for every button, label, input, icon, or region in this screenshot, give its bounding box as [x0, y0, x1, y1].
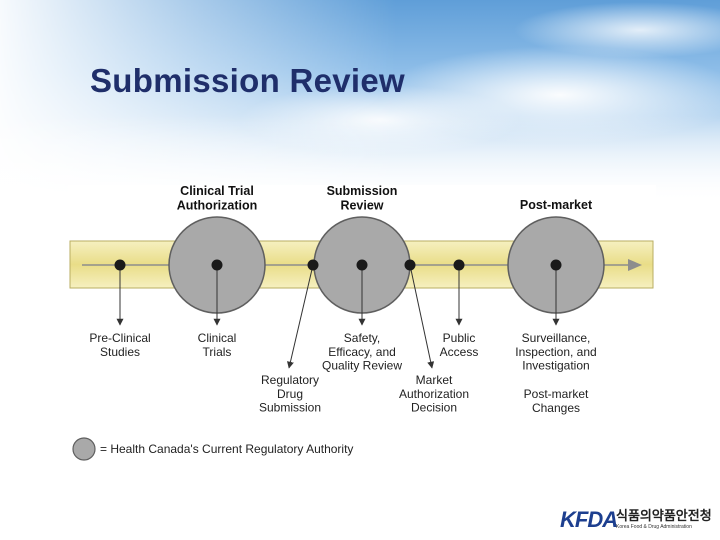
- connector-market-authorization: [409, 264, 435, 369]
- milestone-dot-surveillance: [550, 259, 562, 271]
- milestone-dot-pre-clinical: [114, 259, 126, 271]
- label-line: Investigation: [522, 359, 589, 373]
- label-line: Review: [340, 198, 383, 212]
- label-line: Access: [440, 345, 479, 359]
- page-title: Submission Review: [90, 62, 406, 99]
- label-line: Clinical Trial: [180, 184, 254, 198]
- kfda-logo-korean: 식품의약품안전청: [616, 508, 712, 523]
- kfda-logo-mark: KFDA: [560, 507, 618, 532]
- label-line: Market: [416, 373, 453, 387]
- label-line: Authorization: [399, 387, 469, 401]
- phase-label-post-market: Post-market: [520, 198, 593, 212]
- legend-circle-icon: [72, 437, 96, 461]
- milestone-dot-safety-review: [356, 259, 368, 271]
- label-line: Pre-Clinical: [89, 331, 150, 345]
- legend-text: = Health Canada's Current Regulatory Aut…: [100, 442, 353, 456]
- label-line: Efficacy, and: [328, 345, 396, 359]
- label-line: Regulatory: [261, 373, 319, 387]
- kfda-logo: KFDA 식품의약품안전청 Korea Food & Drug Administ…: [560, 505, 712, 535]
- label-line: Clinical: [198, 331, 237, 345]
- label-line: Surveillance,: [522, 331, 591, 345]
- label-line: Authorization: [177, 198, 258, 212]
- label-line: Changes: [532, 401, 580, 415]
- label-line: Post-market: [524, 387, 589, 401]
- milestone-dot-clinical-trials: [211, 259, 223, 271]
- label-line: Trials: [203, 345, 232, 359]
- label-line: Public: [443, 331, 476, 345]
- sky-fade: [0, 0, 720, 210]
- label-line: Drug: [277, 387, 303, 401]
- label-line: Post-market: [520, 198, 593, 212]
- label-line: Quality Review: [322, 359, 402, 373]
- timeline-arrow: [628, 259, 642, 271]
- label-line: Decision: [411, 401, 457, 415]
- connector-regulatory-submission: [287, 264, 314, 369]
- label-line: Safety,: [344, 331, 380, 345]
- label-line: Studies: [100, 345, 140, 359]
- label-line: Submission: [259, 401, 321, 415]
- kfda-logo-english: Korea Food & Drug Administration: [616, 524, 692, 530]
- milestone-dot-regulatory-submission: [307, 259, 319, 271]
- label-line: Inspection, and: [515, 345, 596, 359]
- milestone-dot-public-access: [453, 259, 465, 271]
- label-line: Submission: [327, 184, 398, 198]
- milestone-dot-market-authorization: [404, 259, 416, 271]
